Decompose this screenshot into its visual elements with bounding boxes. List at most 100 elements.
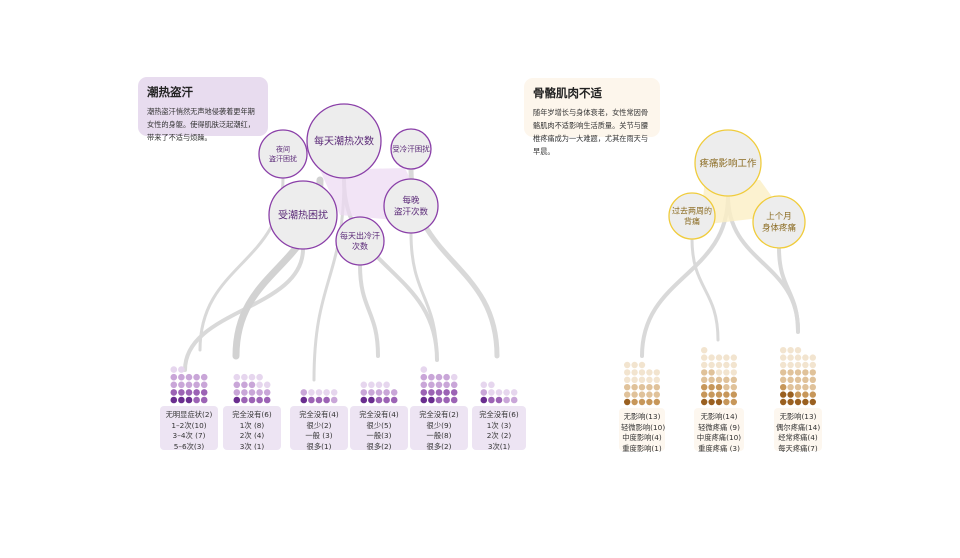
- respondent-dot: [185, 373, 193, 381]
- respondent-dot: [787, 361, 794, 369]
- respondent-dot: [701, 347, 708, 354]
- answer-line: 一般(8): [426, 431, 452, 440]
- respondent-dot: [638, 376, 646, 383]
- dot-grid: [233, 373, 271, 404]
- musculoskeletal-description: 随年岁增长与身体衰老，女性常因骨骼肌肉不适影响生活质量。关节与腰椎疼痛成为一大难…: [533, 108, 649, 156]
- hot-flashes-title: 潮热盗汗: [147, 85, 193, 99]
- respondent-dot: [510, 396, 518, 404]
- respondent-dot: [730, 398, 737, 406]
- respondent-dot: [802, 354, 809, 361]
- hot-flashes-description: 潮热盗汗悄然无声地侵袭着更年期女性的身躯。使得肌肤泛起潮红，带来了不适与烦躁。: [147, 107, 255, 142]
- respondent-dot: [248, 373, 256, 381]
- respondent-dot: [375, 389, 383, 396]
- dot-grid: [300, 389, 338, 404]
- respondent-dot: [503, 389, 510, 396]
- respondent-dot: [200, 396, 208, 404]
- respondent-dot: [780, 384, 787, 391]
- dot-grid: [624, 361, 660, 406]
- respondent-dot: [715, 398, 723, 406]
- respondent-dot: [263, 396, 271, 404]
- respondent-dot: [802, 398, 809, 406]
- respondent-dot: [653, 376, 660, 383]
- respondent-dot: [701, 361, 708, 369]
- respondent-dot: [809, 361, 816, 369]
- respondent-dot: [723, 391, 730, 398]
- respondent-dot: [638, 398, 646, 406]
- dot-grid: [420, 366, 458, 404]
- respondent-dot: [510, 389, 518, 396]
- respondent-dot: [723, 376, 730, 383]
- respondent-dot: [241, 373, 248, 381]
- answer-card: 完全没有(4)很少(5)一般(3)很多(2): [350, 406, 408, 451]
- respondent-dot: [794, 384, 802, 391]
- respondent-dot: [638, 384, 646, 391]
- respondent-dot: [495, 396, 503, 404]
- respondent-dot: [428, 373, 435, 381]
- respondent-dot: [653, 391, 660, 398]
- respondent-dot: [631, 361, 638, 369]
- respondent-dot: [435, 373, 443, 381]
- answer-line: 轻微疼痛 (9): [698, 422, 740, 432]
- respondent-dot: [624, 376, 631, 383]
- connector-curve: [358, 263, 380, 358]
- respondent-dot: [638, 361, 646, 369]
- respondent-dot: [638, 369, 646, 376]
- respondent-dot: [443, 381, 450, 389]
- answer-line: 无影响(13): [623, 412, 661, 421]
- answer-line: 完全没有(2): [419, 410, 459, 419]
- respondent-dot: [708, 398, 715, 406]
- respondent-dot: [701, 398, 708, 406]
- respondent-dot: [787, 347, 794, 354]
- answer-line: 无影响(14): [700, 412, 738, 421]
- respondent-dot: [383, 381, 390, 389]
- respondent-dot: [185, 381, 193, 389]
- respondent-dot: [450, 373, 458, 381]
- respondent-dot: [624, 361, 631, 369]
- respondent-dot: [794, 361, 802, 369]
- respondent-dot: [450, 396, 458, 404]
- respondent-dot: [263, 389, 271, 396]
- bubble-circle: [383, 178, 439, 234]
- respondent-dot: [368, 381, 375, 389]
- respondent-dot: [323, 389, 330, 396]
- respondent-dot: [638, 391, 646, 398]
- respondent-dot: [185, 389, 193, 396]
- answer-line: 一般 (3): [305, 431, 333, 440]
- respondent-dot: [420, 381, 428, 389]
- answer-line: 1次 (8): [239, 420, 265, 430]
- respondent-dot: [730, 376, 737, 383]
- dot-grid-layer: [170, 347, 816, 406]
- respondent-dot: [723, 354, 730, 361]
- respondent-dot: [809, 391, 816, 398]
- respondent-dot: [780, 376, 787, 383]
- respondent-dot: [193, 381, 200, 389]
- respondent-dot: [624, 384, 631, 391]
- answer-line: 3–4次 (7): [172, 431, 206, 440]
- topic-bubble: 每晚盗汗次数: [383, 178, 439, 234]
- topic-bubble: 每天出冷汗次数: [335, 216, 385, 266]
- respondent-dot: [256, 381, 263, 389]
- topic-bubble: 过去两周的背痛: [668, 192, 716, 240]
- answer-line: 一般(3): [366, 431, 392, 440]
- respondent-dot: [300, 389, 308, 396]
- respondent-dot: [631, 376, 638, 383]
- respondent-dot: [193, 389, 200, 396]
- answer-line: 轻微影响(10): [621, 422, 666, 432]
- respondent-dot: [443, 396, 450, 404]
- musculoskeletal-panel: 骨骼肌肉不适 随年岁增长与身体衰老，女性常因骨骼肌肉不适影响生活质量。关节与腰椎…: [524, 78, 660, 156]
- respondent-dot: [646, 391, 653, 398]
- respondent-dot: [193, 396, 200, 404]
- respondent-dot: [233, 381, 241, 389]
- respondent-dot: [233, 396, 241, 404]
- respondent-dot: [263, 381, 271, 389]
- respondent-dot: [368, 389, 375, 396]
- topic-bubble: 夜间盗汗困扰: [258, 129, 308, 179]
- respondent-dot: [383, 389, 390, 396]
- respondent-dot: [809, 376, 816, 383]
- bubble-label: 受冷汗困扰: [392, 144, 430, 154]
- respondent-dot: [646, 376, 653, 383]
- connector-curve: [640, 194, 730, 358]
- respondent-dot: [715, 391, 723, 398]
- respondent-dot: [723, 361, 730, 369]
- respondent-dot: [435, 396, 443, 404]
